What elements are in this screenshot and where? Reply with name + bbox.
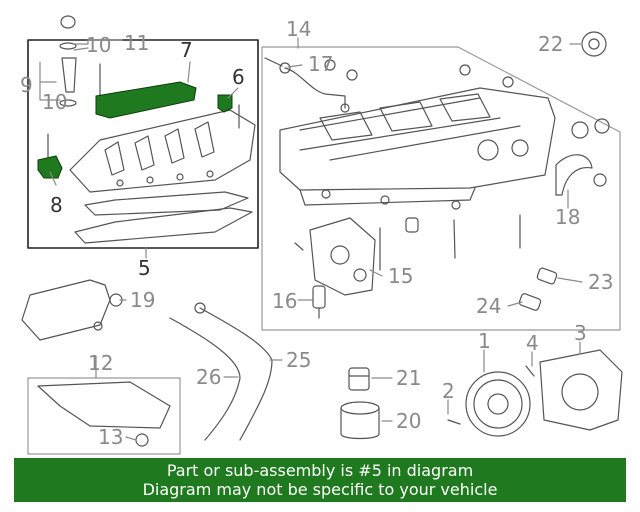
callout-6: 6 <box>232 65 245 89</box>
banner-line-2: Diagram may not be specific to your vehi… <box>142 480 498 499</box>
info-banner: Part or sub-assembly is #5 in diagram Di… <box>14 458 626 502</box>
callout-3: 3 <box>574 321 587 345</box>
part-12-oil-pan-frame <box>27 377 181 455</box>
leader-lines <box>39 37 583 441</box>
part-6-highlighted <box>217 94 233 113</box>
callout-22: 22 <box>538 32 563 56</box>
engine-block-region <box>261 46 621 331</box>
callout-24: 24 <box>476 294 501 318</box>
callout-12: 12 <box>88 351 113 375</box>
callout-21: 21 <box>396 366 421 390</box>
callout-11: 11 <box>124 31 149 55</box>
callout-18: 18 <box>555 205 580 229</box>
callout-10-upper: 10 <box>86 33 111 57</box>
part-12-oil-pan <box>37 381 171 429</box>
callout-7: 7 <box>180 38 193 62</box>
callout-14: 14 <box>286 17 311 41</box>
part-3-housing <box>539 349 623 431</box>
part-8-highlighted <box>37 155 63 179</box>
part-24-sensor <box>518 293 542 311</box>
part-5-assembly-frame <box>27 39 259 249</box>
callout-10-lower: 10 <box>42 90 67 114</box>
callout-20: 20 <box>396 409 421 433</box>
part-1-pulley <box>465 371 531 437</box>
part-23-sensor <box>536 267 558 285</box>
part-16-sensor <box>312 285 326 319</box>
part-20-oil-filter <box>340 401 380 440</box>
callout-23: 23 <box>588 270 613 294</box>
callout-1: 1 <box>478 329 491 353</box>
callout-17: 17 <box>308 52 333 76</box>
callout-15: 15 <box>388 264 413 288</box>
part-21-adapter <box>348 367 370 391</box>
part-9-oil-filler <box>59 15 77 107</box>
part-7-highlighted <box>95 81 197 119</box>
part-19-intake <box>21 279 111 341</box>
engine-block <box>279 59 556 206</box>
part-26-dipstick <box>169 317 241 441</box>
callout-4: 4 <box>526 331 539 355</box>
callout-9: 9 <box>20 73 33 97</box>
callout-25: 25 <box>286 348 311 372</box>
gasket-lower <box>74 207 253 244</box>
part-22-gear <box>581 31 607 57</box>
callout-8: 8 <box>50 193 63 217</box>
part-18-chain-guide <box>555 154 593 196</box>
callout-19: 19 <box>130 288 155 312</box>
callout-5: 5 <box>138 256 151 280</box>
callout-16: 16 <box>272 289 297 313</box>
callout-2: 2 <box>442 379 455 403</box>
parts-diagram: 11 10 9 10 7 6 8 5 14 17 22 18 15 16 23 … <box>20 15 623 455</box>
banner-line-1: Part or sub-assembly is #5 in diagram <box>166 461 474 480</box>
callout-26: 26 <box>196 365 221 389</box>
part-15-oil-pump <box>294 200 521 296</box>
callout-13: 13 <box>98 425 123 449</box>
gasket-upper <box>84 191 249 216</box>
valve-cover <box>69 109 256 193</box>
part-17-tube <box>264 57 350 113</box>
